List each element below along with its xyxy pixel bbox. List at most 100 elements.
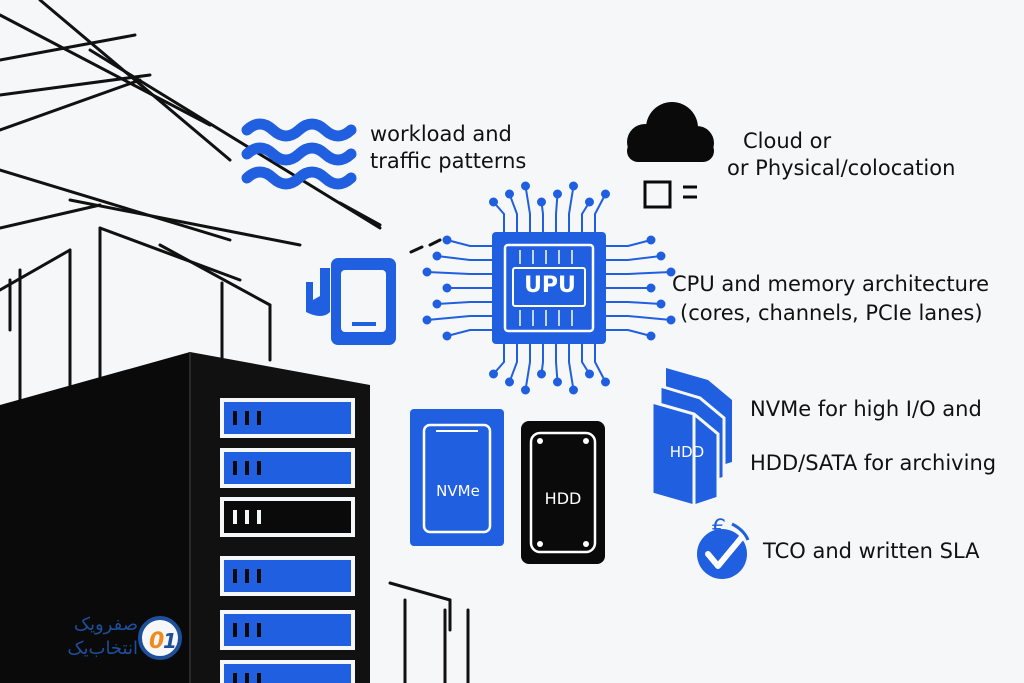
euro-check-icon: € [697, 516, 750, 579]
storage-label-line1: NVMe for high I/O and [750, 397, 982, 421]
chip-trace-pad [569, 385, 578, 395]
chip-trace [436, 255, 492, 261]
rack-bay-indicator [245, 623, 249, 637]
chip-trace [568, 185, 575, 232]
chip-trace [492, 344, 505, 375]
svg-text:€: € [712, 516, 726, 541]
cpu-label-line2: (cores, channels, PCIe lanes) [680, 301, 983, 325]
chip-trace-pad [489, 369, 498, 379]
logo-text-line1: صفرویک [73, 614, 138, 635]
rack-bay-indicator [245, 461, 249, 475]
chip-trace-pad [537, 369, 546, 379]
chip-trace-pad [553, 377, 562, 387]
chip-trace-pad [601, 189, 610, 199]
hdd-stack-icon [650, 368, 732, 508]
chip-trace [606, 301, 662, 305]
chip-trace-pad [646, 283, 656, 293]
chip-trace [524, 185, 531, 232]
rack-bay-indicator [233, 623, 237, 637]
rack-bay-face [224, 614, 351, 646]
chip-trace-pad [553, 189, 562, 199]
hdd-stack-label: HDD [669, 443, 705, 461]
chip-trace-pad [646, 235, 656, 245]
rack-bay-indicator [257, 623, 261, 637]
rack-bay-indicator [233, 461, 237, 475]
waves-icon [241, 118, 357, 190]
rack-bay-indicator [245, 673, 249, 683]
chip-trace-pad [585, 197, 594, 207]
chip-trace-pad [646, 331, 656, 341]
rack-bay-face [224, 402, 351, 434]
rack-bay-indicator [257, 510, 261, 524]
server-rack-icon [0, 352, 370, 683]
rack-bay-face [224, 560, 351, 592]
chip-trace [426, 271, 492, 275]
chip-trace-pad [666, 315, 676, 325]
chip-trace [594, 193, 607, 232]
logo-text-line2: انتخاب‌یک [67, 638, 138, 659]
chip-trace-pad [521, 385, 530, 395]
rack-bay-indicator [245, 411, 249, 425]
rack-bay-face [224, 501, 351, 533]
cloud-label-line1: Cloud or [743, 129, 832, 153]
chip-trace [581, 201, 591, 232]
chip-trace-pad [537, 197, 546, 207]
chip-trace-pad [585, 369, 594, 379]
chip-trace-pad [505, 189, 514, 199]
chip-trace-pad [656, 299, 666, 309]
chip-trace-pad [422, 267, 432, 277]
chip-label: UPU [524, 273, 576, 298]
storage-label-line2: HDD/SATA for archiving [750, 451, 997, 475]
hand-phone-icon [306, 258, 396, 345]
chip-trace [606, 271, 672, 275]
chip-trace [606, 315, 672, 321]
workload-label-line2: traffic patterns [370, 149, 527, 173]
chip-trace-pad [442, 331, 452, 341]
chip-trace [426, 315, 492, 321]
chip-trace [446, 329, 492, 337]
chip-trace-pad [666, 267, 676, 277]
cpu-label-line1: CPU and memory architecture [672, 272, 990, 296]
rack-bay-indicator [233, 569, 237, 583]
chip-trace [508, 193, 518, 232]
tco-label: TCO and written SLA [763, 539, 980, 563]
nvme-drive-icon [410, 409, 504, 546]
chip-trace [606, 329, 652, 337]
logo-icon: 0 1 [138, 616, 182, 660]
chip-trace-pad [442, 283, 452, 293]
chip-trace [524, 344, 531, 391]
chip-trace [436, 301, 492, 305]
chip-trace-pad [422, 315, 432, 325]
chip-trace [568, 344, 575, 391]
rack-bay-indicator [233, 673, 237, 683]
chip-trace-pad [569, 181, 578, 191]
chip-trace [446, 239, 492, 247]
chip-trace-pad [505, 377, 514, 387]
rack-bay-indicator [257, 673, 261, 683]
chip-trace-pad [432, 251, 442, 261]
rack-bay-indicator [257, 569, 261, 583]
rack-bay-indicator [233, 510, 237, 524]
rack-bay-indicator [245, 510, 249, 524]
chip-trace [581, 344, 591, 375]
chip-trace [508, 344, 518, 383]
chip-trace-pad [601, 377, 610, 387]
rack-bay-indicator [257, 461, 261, 475]
chip-trace-pad [656, 251, 666, 261]
chip-trace [492, 201, 505, 232]
chip-trace [555, 344, 559, 383]
chip-trace-pad [442, 235, 452, 245]
chip-trace [606, 239, 652, 247]
chip-trace-pad [521, 181, 530, 191]
cloud-label-line2: or Physical/colocation [727, 156, 956, 180]
rack-bay-indicator [233, 411, 237, 425]
chip-trace [606, 255, 662, 261]
chip-trace-pad [489, 197, 498, 207]
rack-bay-indicator [257, 411, 261, 425]
rack-bay-face [224, 664, 351, 683]
svg-text:0: 0 [149, 629, 164, 654]
svg-text:1: 1 [163, 629, 177, 653]
chip-trace [594, 344, 607, 383]
chip-trace-pad [432, 299, 442, 309]
